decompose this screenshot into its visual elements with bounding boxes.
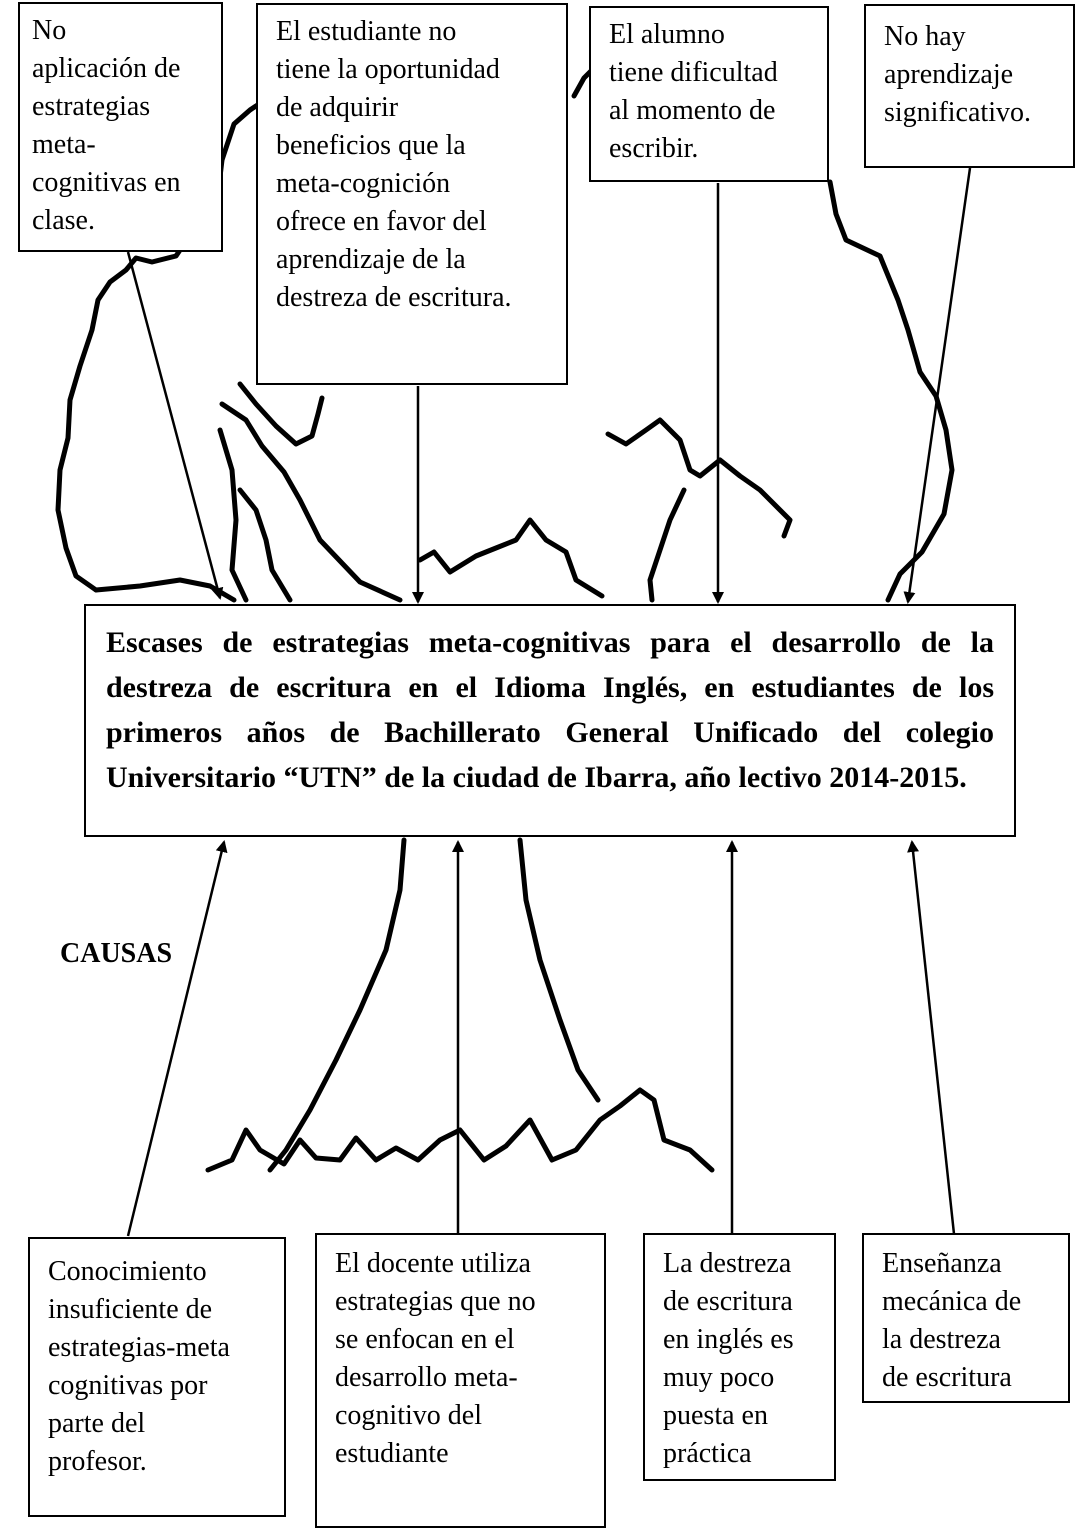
effect-arrows: [126, 167, 972, 604]
tree-branches: [217, 381, 793, 603]
effect-arrow-4: [903, 167, 972, 604]
causes-label: CAUSAS: [60, 938, 173, 969]
effect-box-sin-aprendizaje: No hay aprendizaje significativo.: [864, 4, 1075, 168]
cause-box-poca-practica: La destreza de escritura en inglés es mu…: [643, 1233, 836, 1481]
cause-box-conocimiento-insuficiente: Conocimiento insuficiente de estrategias…: [28, 1237, 286, 1517]
tree-trunk: [267, 837, 601, 1173]
effect-box-sin-beneficios: El estudiante no tiene la oportunidad de…: [256, 3, 568, 385]
effect-arrow-1: [126, 251, 224, 600]
central-problem-box: Escases de estrategias meta-cognitivas p…: [84, 604, 1016, 837]
tree-roots: [205, 1087, 715, 1173]
cause-arrows: [126, 840, 956, 1237]
cause-arrow-4: [907, 840, 956, 1235]
cause-arrow-1: [126, 840, 228, 1237]
cause-box-docente-estrategias: El docente utiliza estrategias que no se…: [315, 1233, 606, 1528]
effect-box-no-aplicacion: No aplicación de estrategias meta- cogni…: [18, 2, 223, 252]
effect-box-dificultad-escribir: El alumno tiene dificultad al momento de…: [589, 6, 829, 182]
cause-box-ensenanza-mecanica: Enseñanza mecánica de la destreza de esc…: [862, 1233, 1070, 1403]
